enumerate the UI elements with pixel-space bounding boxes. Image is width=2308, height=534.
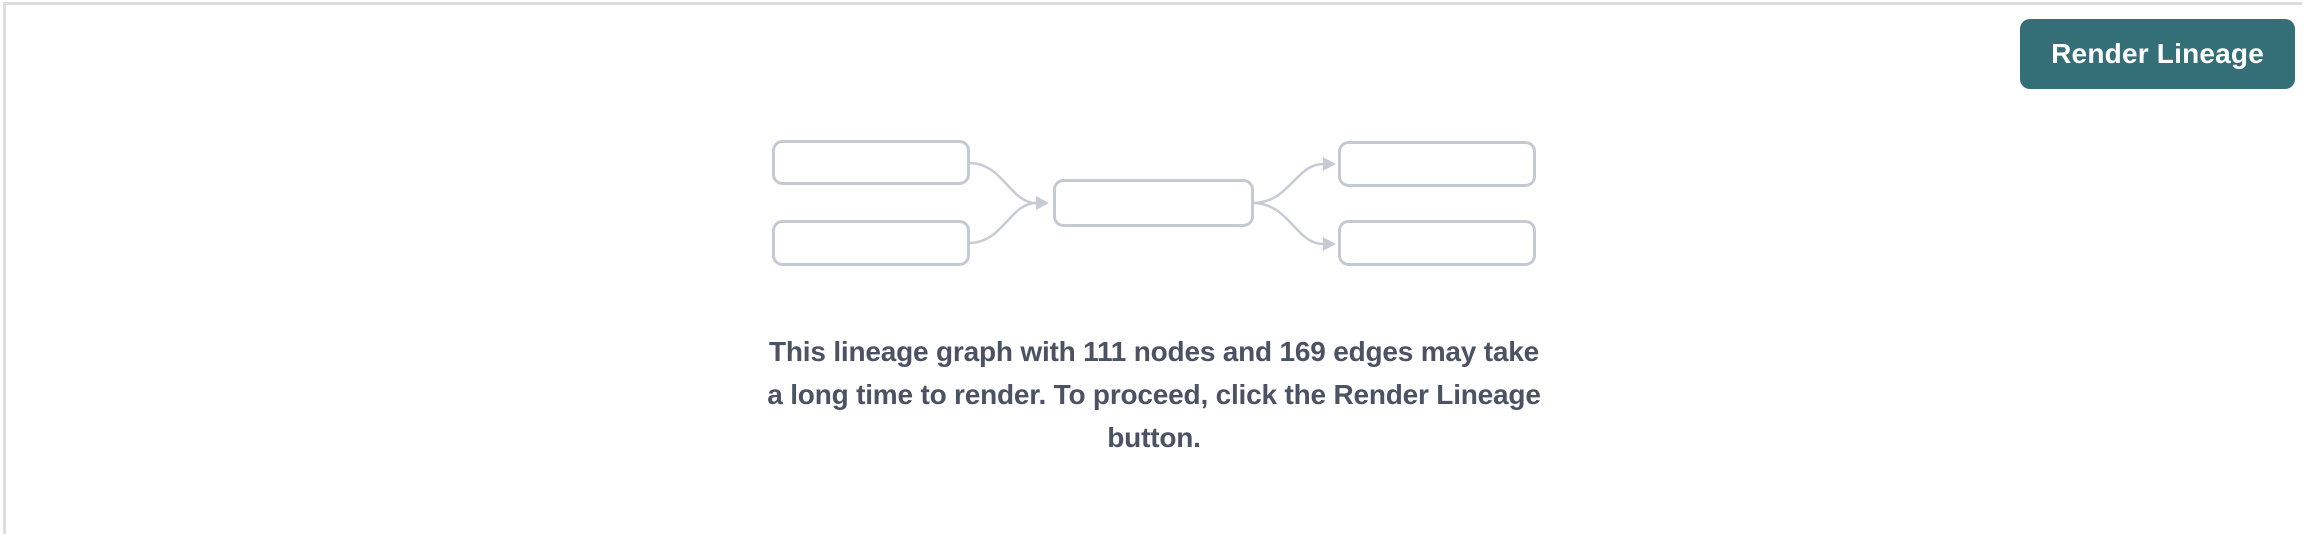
node-center [1053,179,1254,227]
node-right-bottom [1338,220,1536,266]
edge-center-to-right-bottom [1252,201,1324,246]
warning-line-2: a long time to render. To proceed, click… [767,379,1541,410]
render-lineage-button[interactable]: Render Lineage [2020,19,2295,89]
edge-center-to-right-top [1252,162,1324,205]
warning-line-3: button. [1107,422,1201,453]
arrowhead-icon [1323,157,1336,171]
arrowhead-icons [1036,157,1336,251]
edge-left-top-to-center [968,161,1037,205]
render-warning-message: This lineage graph with 111 nodes and 16… [704,330,1604,459]
arrowhead-icon [1036,196,1049,210]
node-right-top [1338,141,1536,187]
arrowhead-icon [1323,237,1336,251]
lineage-edges [968,161,1324,246]
node-left-top [772,140,970,185]
lineage-placeholder-graphic [772,140,1536,266]
warning-line-1: This lineage graph with 111 nodes and 16… [769,336,1539,367]
node-left-bottom [772,220,970,266]
lineage-nodes [772,140,1536,266]
edge-left-bottom-to-center [968,201,1037,245]
lineage-placeholder: This lineage graph with 111 nodes and 16… [0,140,2308,459]
